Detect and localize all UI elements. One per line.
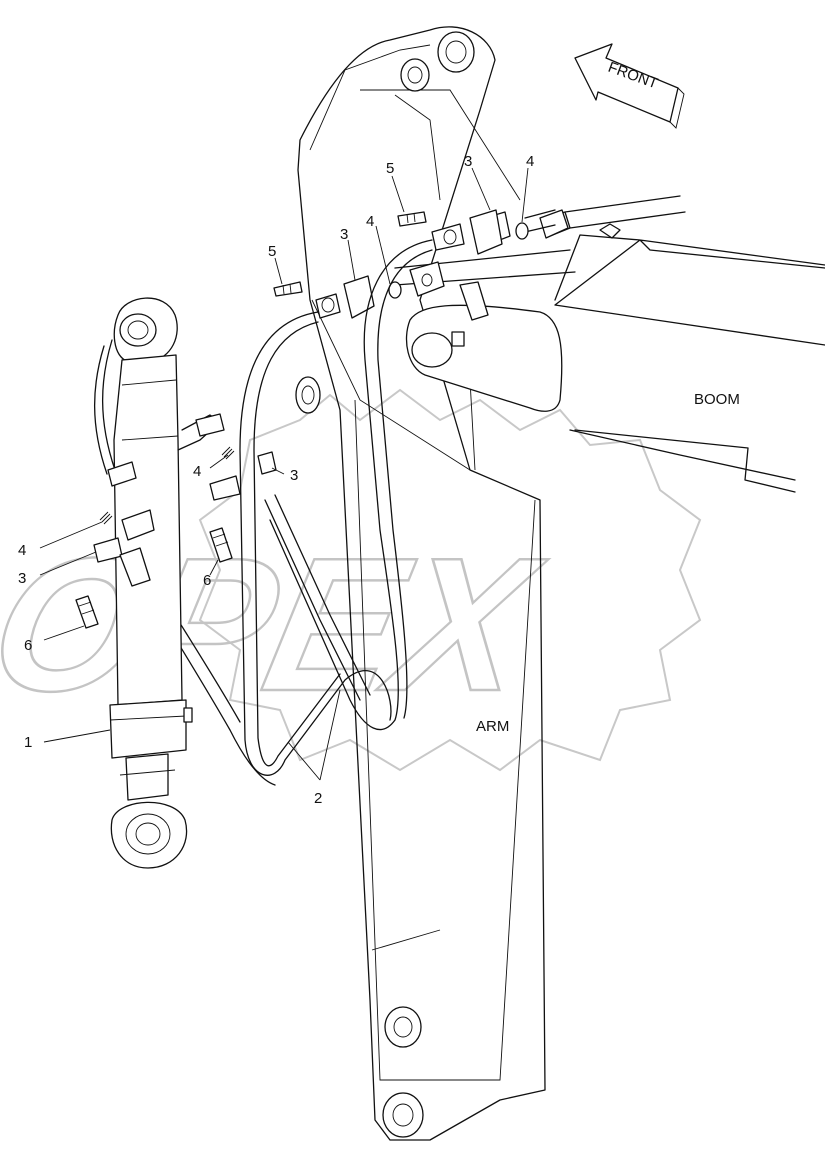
arm-upper-pin	[400, 58, 430, 92]
bolt-6-right	[209, 527, 233, 563]
o-ring-right	[515, 222, 529, 240]
callout-2: 2	[314, 790, 322, 807]
hose-inner	[269, 239, 433, 731]
callout-6-left: 6	[24, 637, 32, 654]
arm-outline	[297, 26, 546, 1141]
clamp-lower-right	[209, 475, 241, 501]
callout-1: 1	[24, 734, 32, 751]
hose-outer	[239, 311, 392, 776]
arm-label: ARM	[476, 718, 509, 735]
hose-fitting-left	[119, 547, 151, 587]
pipe-end-flange-a	[409, 261, 445, 297]
callout-6-mid: 6	[203, 572, 211, 589]
callout-4-upper-right: 4	[526, 153, 534, 170]
callout-5-left: 5	[268, 243, 276, 260]
bracket-plate	[405, 304, 563, 412]
o-ring-left	[388, 281, 402, 299]
cylinder-head	[109, 699, 187, 759]
leader-lines	[39, 167, 529, 781]
hose-end-left	[315, 293, 341, 319]
callout-3-right: 3	[290, 467, 298, 484]
callout-3-upper-mid: 3	[340, 226, 348, 243]
watermark: OPEX	[0, 388, 702, 772]
bucket-pin	[382, 1092, 424, 1138]
boom-structure: BOOM	[539, 195, 825, 493]
cylinder-fittings	[75, 413, 277, 629]
cylinder-bottom-eye	[110, 801, 188, 869]
hose-end-right	[431, 223, 465, 251]
arm-cylinder-bracket	[405, 304, 563, 412]
clamp-upper-right	[195, 413, 225, 437]
callout-3-upper-right: 3	[464, 153, 472, 170]
callout-4-left: 4	[18, 542, 26, 559]
arm-top-pin	[437, 31, 475, 73]
boom-outline	[554, 234, 825, 481]
front-arrow-shape	[574, 43, 679, 123]
bolt-right	[397, 211, 427, 227]
callout-labels: 1 2 3 3 3 3 4 4 4 4 5 5 6 6	[18, 153, 534, 807]
callout-4-mid: 4	[193, 463, 201, 480]
arm-side-boss	[295, 376, 321, 414]
upper-fittings	[273, 209, 529, 319]
callout-4-upper-mid: 4	[366, 213, 374, 230]
bolt-left	[273, 281, 303, 297]
arm-bottom-pin	[384, 1006, 422, 1048]
split-flange-left	[343, 275, 375, 319]
clamp-mid-left	[121, 509, 155, 541]
arm-structure: ARM	[295, 26, 546, 1141]
split-flange-right	[469, 209, 503, 255]
cylinder-rod	[125, 753, 169, 801]
front-arrow: FRONT	[574, 43, 685, 129]
fitting-right	[257, 451, 277, 475]
boom-label: BOOM	[694, 391, 740, 408]
callout-3-left: 3	[18, 570, 26, 587]
watermark-gear-outline	[198, 388, 702, 772]
watermark-text: OPEX	[0, 518, 558, 731]
callout-5-right: 5	[386, 160, 394, 177]
clamp-upper-left	[107, 461, 137, 487]
